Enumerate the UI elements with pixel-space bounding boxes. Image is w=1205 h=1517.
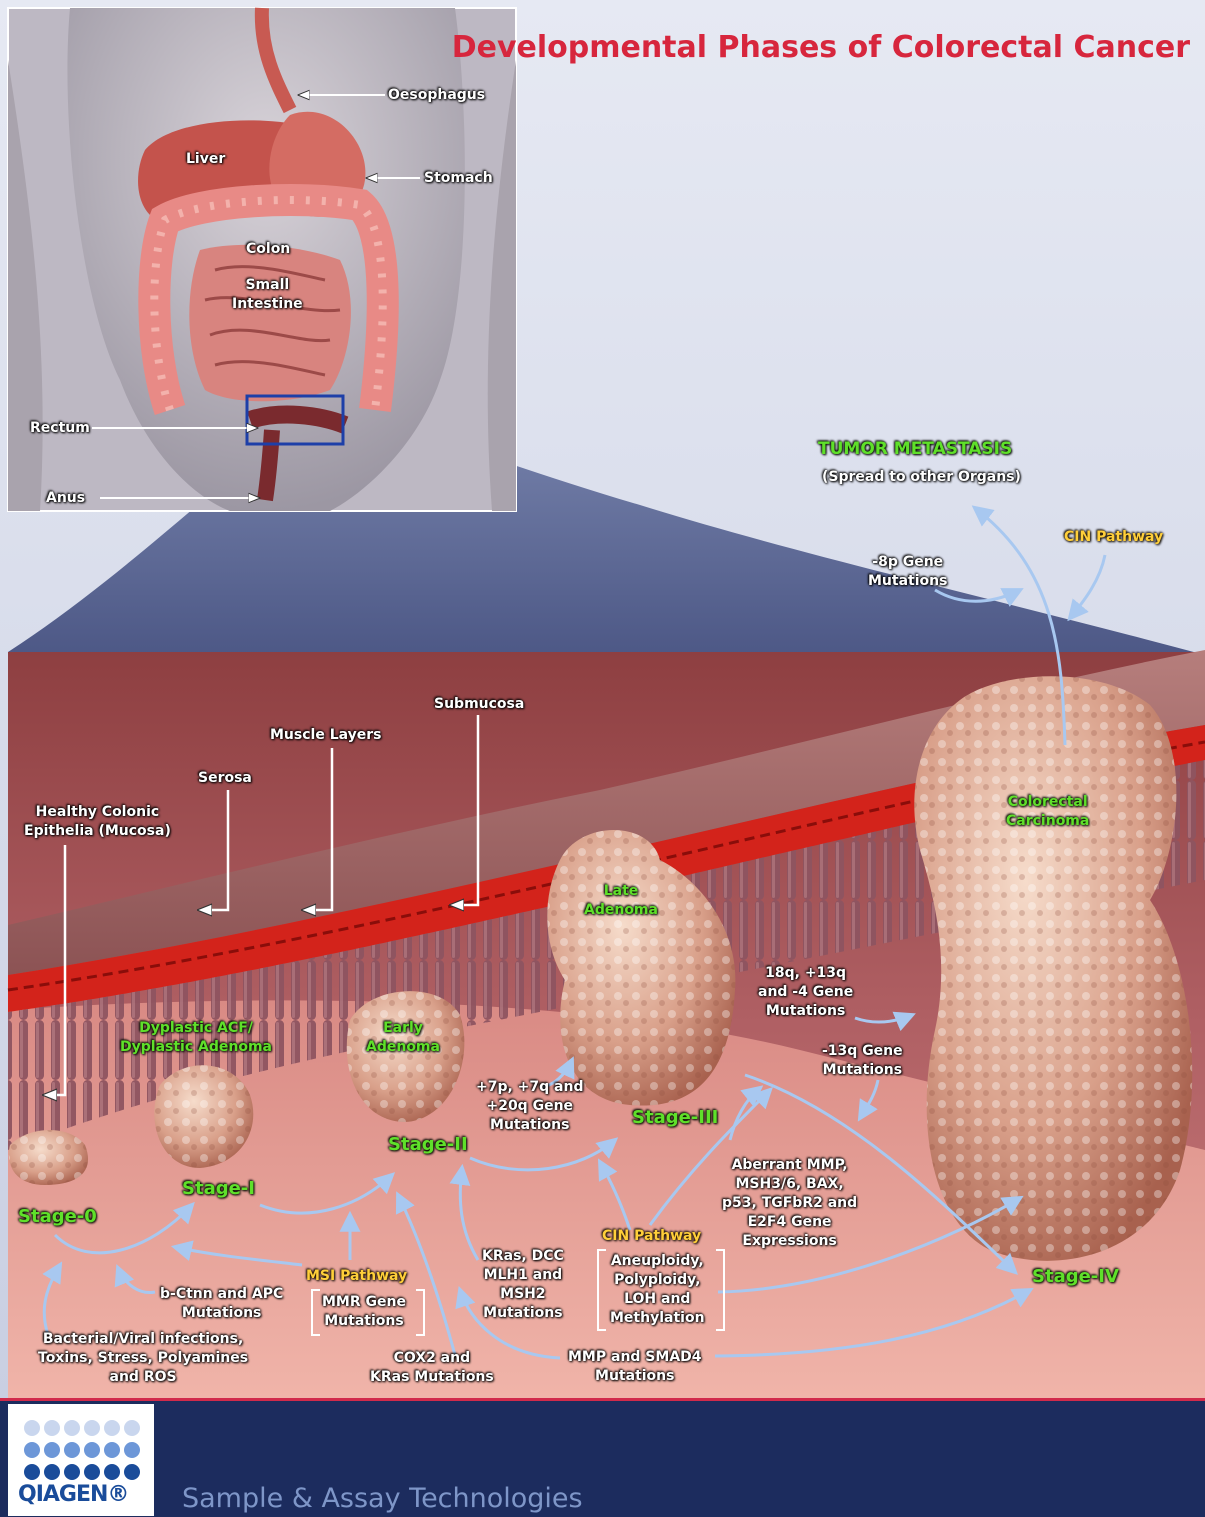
label-stage-1: Stage-I [182, 1177, 255, 1201]
label-muscle-layers: Muscle Layers [270, 726, 382, 745]
label-stage-2: Stage-II [388, 1133, 468, 1157]
label-late-adenoma: Late Adenoma [584, 882, 658, 920]
label-rectum: Rectum [30, 419, 90, 438]
label-cin-pathway-top: CIN Pathway [1064, 528, 1163, 547]
label-bacterial-factors: Bacterial/Viral infections, Toxins, Stre… [38, 1330, 248, 1387]
label-13q: -13q Gene Mutations [822, 1042, 903, 1080]
logo-dots-icon [22, 1418, 142, 1486]
label-serosa: Serosa [198, 769, 252, 788]
label-cox2-kras: COX2 and KRas Mutations [370, 1349, 494, 1387]
label-msi-pathway: MSI Pathway [306, 1267, 407, 1286]
label-stage-4: Stage-IV [1032, 1265, 1119, 1289]
label-oesophagus: Oesophagus [388, 86, 485, 105]
label-kras-dcc: KRas, DCC MLH1 and MSH2 Mutations [482, 1247, 564, 1323]
label-8p: -8p Gene Mutations [868, 553, 947, 591]
label-tumor-metastasis: TUMOR METASTASIS [818, 438, 1012, 461]
label-mmr-mutations: MMR Gene Mutations [322, 1293, 406, 1331]
label-cin-pathway-bottom: CIN Pathway [602, 1227, 701, 1246]
label-stage-0: Stage-0 [18, 1205, 97, 1229]
label-healthy-epithelia: Healthy Colonic Epithelia (Mucosa) [24, 803, 171, 841]
label-early-adenoma: Early Adenoma [366, 1019, 440, 1057]
label-dysplastic-acf: Dyplastic ACF/ Dyplastic Adenoma [120, 1019, 272, 1057]
label-small-intestine: Small Intestine [232, 276, 303, 314]
label-submucosa: Submucosa [434, 695, 524, 714]
label-aberrant-expressions: Aberrant MMP, MSH3/6, BAX, p53, TGFbR2 a… [722, 1156, 857, 1250]
label-stomach: Stomach [424, 169, 493, 188]
label-colorectal-carcinoma: Colorectal Carcinoma [1006, 793, 1089, 831]
label-colon: Colon [246, 240, 290, 259]
tagline: Sample & Assay Technologies [182, 1483, 583, 1514]
logo-wordmark: QIAGEN® [18, 1482, 128, 1507]
label-7p-7q-20q: +7p, +7q and +20q Gene Mutations [476, 1078, 584, 1135]
qiagen-logo: QIAGEN® [8, 1404, 154, 1516]
label-18q-13q-4: 18q, +13q and -4 Gene Mutations [758, 964, 853, 1021]
label-mmp-smad4: MMP and SMAD4 Mutations [568, 1348, 702, 1386]
label-ctnn-apc: b-Ctnn and APC Mutations [160, 1285, 283, 1323]
label-aneuploidy: Aneuploidy, Polyploidy, LOH and Methylat… [610, 1252, 705, 1328]
label-anus: Anus [46, 489, 85, 508]
label-stage-3: Stage-III [632, 1106, 718, 1130]
label-liver: Liver [186, 150, 225, 169]
illustration [0, 0, 1205, 1398]
page-title: Developmental Phases of Colorectal Cance… [440, 30, 1190, 65]
label-spread: (Spread to other Organs) [822, 468, 1021, 487]
footer-bar: QIAGEN® Sample & Assay Technologies [0, 1398, 1205, 1517]
